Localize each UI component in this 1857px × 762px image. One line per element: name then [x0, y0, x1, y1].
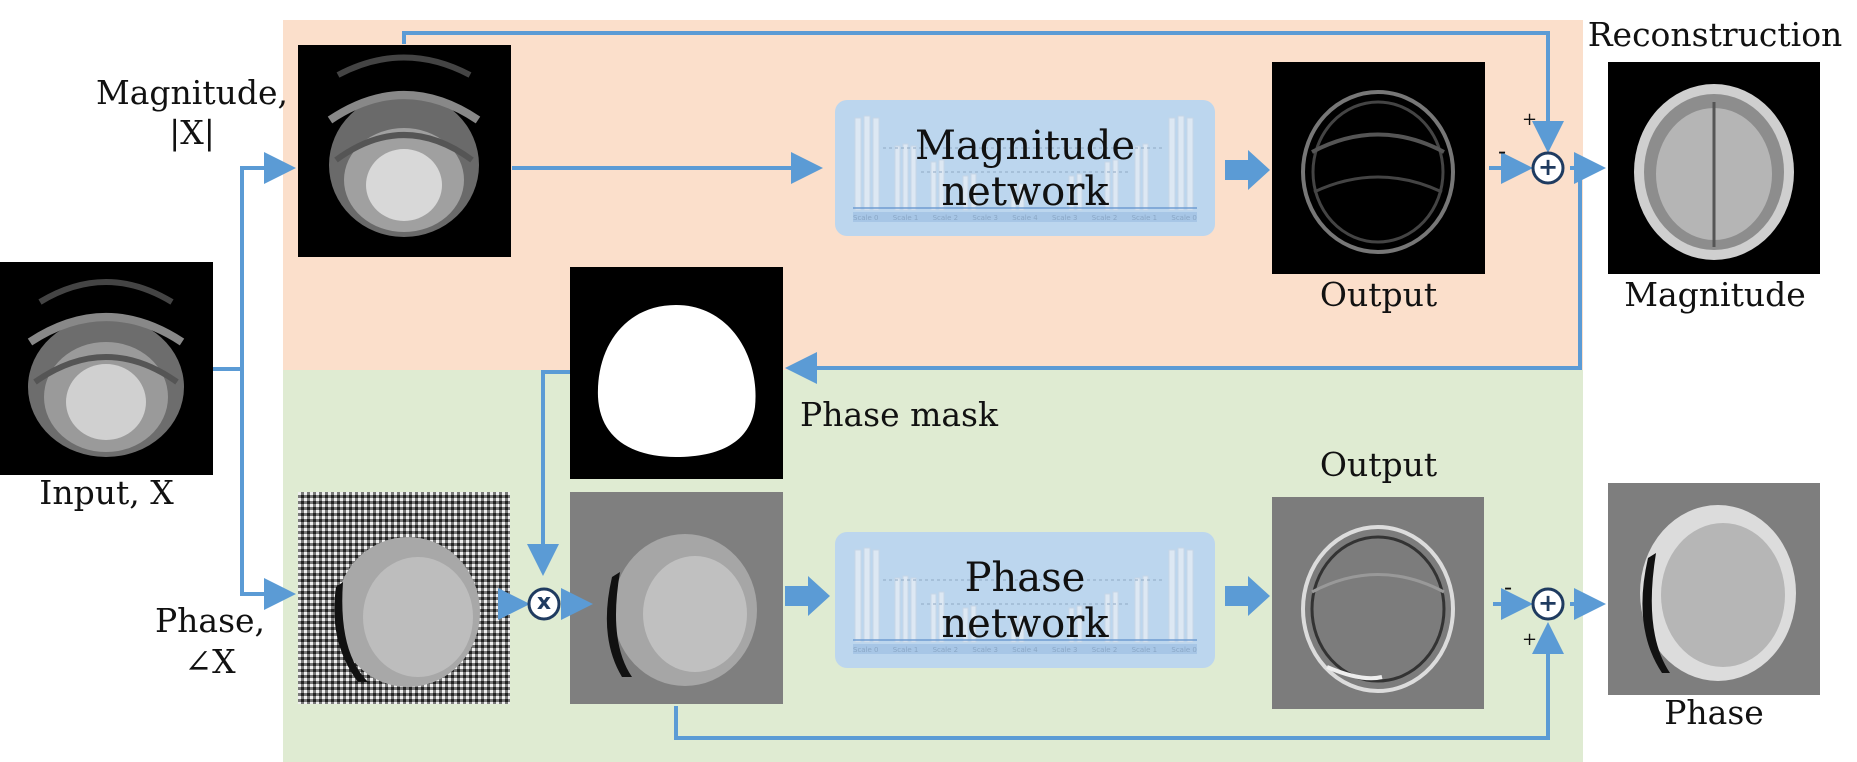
- scale-label: Scale 0: [1171, 646, 1197, 654]
- magnitude-network: Magnitude network: [835, 100, 1215, 236]
- scale-label: Scale 4: [1012, 214, 1038, 222]
- phase-mask-label: Phase mask: [800, 395, 998, 434]
- scale-label: Scale 3: [972, 214, 998, 222]
- phase-network: Phase network: [835, 532, 1215, 668]
- scale-label: Scale 1: [892, 214, 919, 222]
- scale-label: Scale 2: [932, 214, 959, 222]
- multiply-operator: x: [536, 590, 552, 615]
- scale-label: Scale 2: [1091, 646, 1118, 654]
- scale-label: Scale 4: [1012, 646, 1038, 654]
- magnitude-input-symbol: |X|: [169, 113, 215, 152]
- magnitude-add-operator: +: [1537, 153, 1559, 181]
- phase-input-symbol: ∠X: [184, 642, 236, 681]
- reconstruction-magnitude-image: [1608, 62, 1820, 274]
- magnitude-output-image: [1272, 62, 1485, 274]
- phase-input-image: [298, 492, 510, 704]
- scale-label: Scale 0: [853, 646, 879, 654]
- phase-sum-minus-sign: -: [1504, 573, 1513, 601]
- reconstruction-phase-image: [1608, 483, 1820, 695]
- scale-label: Scale 0: [1171, 214, 1197, 222]
- input-label: Input, X: [39, 473, 174, 512]
- phase-mask-image: [570, 267, 783, 479]
- input-image: [0, 262, 213, 475]
- reconstruction-label: Reconstruction: [1587, 15, 1843, 54]
- phase-network-title-line1: Phase: [964, 555, 1086, 601]
- magnitude-input-label: Magnitude,: [95, 73, 289, 112]
- magnitude-network-title-line1: Magnitude: [914, 123, 1136, 169]
- magnitude-sum-minus-sign: -: [1498, 137, 1507, 165]
- magnitude-network-scale-labels: Scale 0 Scale 1 Scale 2 Scale 3 Scale 4 …: [853, 214, 1197, 226]
- scale-label: Scale 1: [1131, 646, 1158, 654]
- phase-add-operator: +: [1537, 589, 1559, 617]
- scale-label: Scale 3: [1051, 214, 1078, 222]
- magnitude-input-image: [298, 45, 511, 257]
- scale-label: Scale 1: [1131, 214, 1158, 222]
- phase-output-image: [1272, 497, 1484, 709]
- scale-label: Scale 3: [972, 646, 998, 654]
- scale-label: Scale 2: [932, 646, 959, 654]
- masked-phase-image: [570, 492, 783, 704]
- phase-sum-plus-sign: +: [1522, 629, 1538, 650]
- reconstruction-phase-label: Phase: [1664, 693, 1764, 732]
- phase-output-label: Output: [1319, 445, 1438, 484]
- scale-label: Scale 0: [853, 214, 879, 222]
- phase-input-label: Phase,: [154, 601, 266, 640]
- scale-label: Scale 1: [892, 646, 919, 654]
- magnitude-output-label: Output: [1319, 275, 1438, 314]
- phase-network-scale-labels: Scale 0 Scale 1 Scale 2 Scale 3 Scale 4 …: [853, 646, 1197, 658]
- scale-label: Scale 2: [1091, 214, 1118, 222]
- magnitude-sum-plus-sign: +: [1522, 109, 1538, 130]
- scale-label: Scale 3: [1051, 646, 1078, 654]
- magnitude-network-title-line2: network: [941, 169, 1109, 215]
- phase-network-title-line2: network: [941, 601, 1109, 647]
- reconstruction-magnitude-label: Magnitude: [1624, 275, 1806, 314]
